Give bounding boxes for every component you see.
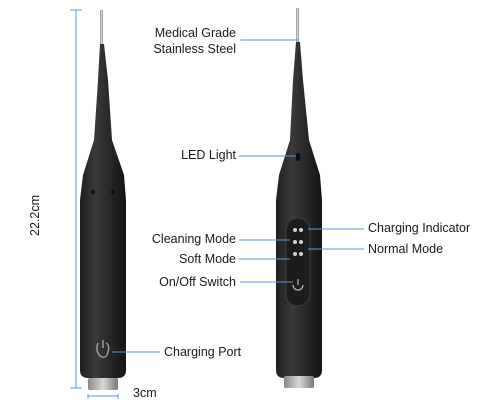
indicator-dot-3 [293, 240, 297, 244]
label-width: 3cm [133, 386, 157, 400]
left-dot-2 [110, 189, 116, 195]
left-dot-1 [90, 189, 96, 195]
label-soft-mode: Soft Mode [179, 252, 236, 266]
left-base [88, 378, 118, 390]
indicator-dot-2 [299, 228, 303, 232]
label-length: 22.2cm [28, 194, 42, 236]
label-on-off-switch: On/Off Switch [159, 275, 236, 289]
power-icon [292, 284, 304, 291]
right-body [276, 42, 322, 378]
indicator-dot-5 [293, 252, 297, 256]
leader-lines [112, 39, 364, 353]
label-charging-indicator: Charging Indicator [368, 221, 471, 235]
button-panel [285, 217, 311, 307]
indicator-dot-6 [299, 252, 303, 256]
label-normal-mode: Normal Mode [368, 242, 444, 256]
indicator-dot-4 [299, 240, 303, 244]
label-led-light: LED Light [181, 148, 236, 162]
right-tip [296, 8, 299, 44]
left-body [80, 44, 126, 378]
charging-port-icon [96, 340, 110, 359]
right-base [284, 376, 314, 388]
label-medical-grade-1: Medical Grade [154, 26, 236, 40]
indicator-dot-1 [293, 228, 297, 232]
led-light-icon [295, 153, 301, 161]
right-device [276, 8, 322, 388]
label-charging-port: Charging Port [164, 345, 242, 359]
label-medical-grade-2: Stainless Steel [153, 42, 236, 56]
dimension-lines [70, 9, 119, 399]
left-device [80, 10, 126, 390]
left-tip [100, 10, 103, 46]
label-cleaning-mode: Cleaning Mode [151, 232, 236, 246]
